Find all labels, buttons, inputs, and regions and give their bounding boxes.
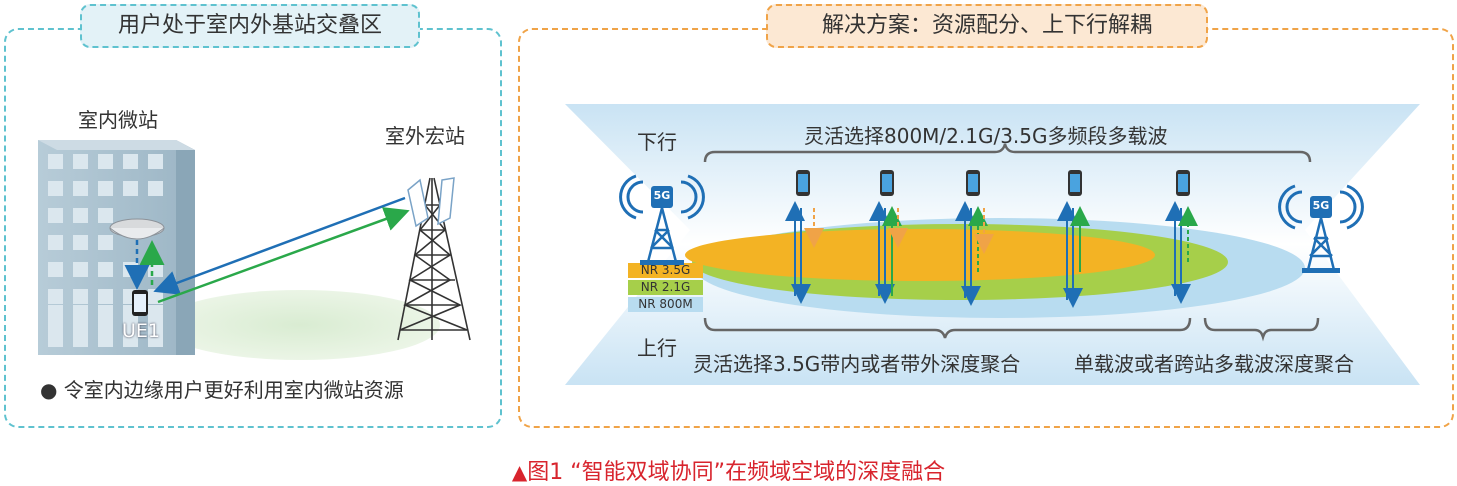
uplink-brace-right [1203, 317, 1320, 342]
downlink-brace [703, 143, 1312, 163]
building-window [123, 154, 138, 169]
band-label-800m: NR 800M [638, 297, 693, 311]
indoor-station-label: 室内微站 [78, 108, 158, 132]
left-bullet-text: ● 令室内边缘用户更好利用室内微站资源 [40, 378, 404, 402]
user-phone-icon [1176, 170, 1190, 196]
building-window [148, 262, 163, 277]
building-window [73, 262, 88, 277]
building-window [48, 208, 63, 223]
building-window [73, 181, 88, 196]
building-window [98, 262, 113, 277]
macro-antenna-right-icon [437, 177, 455, 226]
macro-downlink-arrow [153, 196, 406, 295]
macro-uplink-arrow [157, 207, 410, 304]
right-5g-tower-icon [1278, 184, 1364, 273]
right-5g-badge: 5G [1312, 199, 1330, 212]
indoor-building [38, 140, 195, 355]
building-window [98, 289, 113, 304]
coverage-ground [160, 290, 440, 360]
uplink-brace-left [703, 317, 1192, 339]
macro-antenna-left-icon [407, 178, 429, 228]
uplink-description-left: 灵活选择3.5G带内或者带外深度聚合 [693, 352, 1021, 376]
band-label-3-5g: NR 3.5G [640, 263, 691, 277]
building-window [48, 181, 63, 196]
user-phone-icon [796, 170, 810, 196]
building-window [98, 305, 113, 347]
building-window [73, 289, 88, 304]
right-panel-title: 解决方案：资源配分、上下行解耦 [766, 4, 1208, 48]
building-window [48, 305, 63, 347]
building-window [73, 154, 88, 169]
building-window [48, 235, 63, 250]
left-panel-title: 用户处于室内外基站交叠区 [80, 4, 420, 48]
caption-text: 图1 “智能双域协同”在频域空域的深度融合 [527, 460, 946, 485]
band-label-2-1g: NR 2.1G [640, 280, 691, 294]
caption-marker: ▲ [511, 460, 528, 484]
building-window [48, 154, 63, 169]
downlink-label: 下行 [637, 130, 677, 154]
uplink-description-right: 单载波或者跨站多载波深度聚合 [1074, 352, 1354, 376]
building-window [98, 154, 113, 169]
outdoor-station-label: 室外宏站 [385, 124, 465, 148]
left-5g-badge: 5G [653, 189, 671, 202]
building-window [73, 305, 88, 347]
user-phone-icon [966, 170, 980, 196]
figure-caption: ▲图1 “智能双域协同”在频域空域的深度融合 [0, 454, 1457, 486]
building-window [148, 154, 163, 169]
building-window [48, 262, 63, 277]
band-ellipse-3-5g [685, 229, 1155, 281]
user-phone-icon [880, 170, 894, 196]
ue1-label: UE1 [122, 320, 160, 342]
building-window [123, 181, 138, 196]
indoor-micro-station-icon [109, 218, 165, 240]
building-window [148, 181, 163, 196]
ue1-phone-icon [132, 290, 148, 316]
uplink-label: 上行 [637, 336, 677, 360]
user-phone-icon [1068, 170, 1082, 196]
building-window [73, 235, 88, 250]
downlink-description: 灵活选择800M/2.1G/3.5G多频段多载波 [804, 124, 1168, 148]
building-window [98, 208, 113, 223]
left-5g-tower-icon [619, 174, 705, 265]
building-window [73, 208, 88, 223]
building-window [98, 235, 113, 250]
building-window [148, 305, 163, 347]
building-window [98, 181, 113, 196]
building-window [48, 289, 63, 304]
